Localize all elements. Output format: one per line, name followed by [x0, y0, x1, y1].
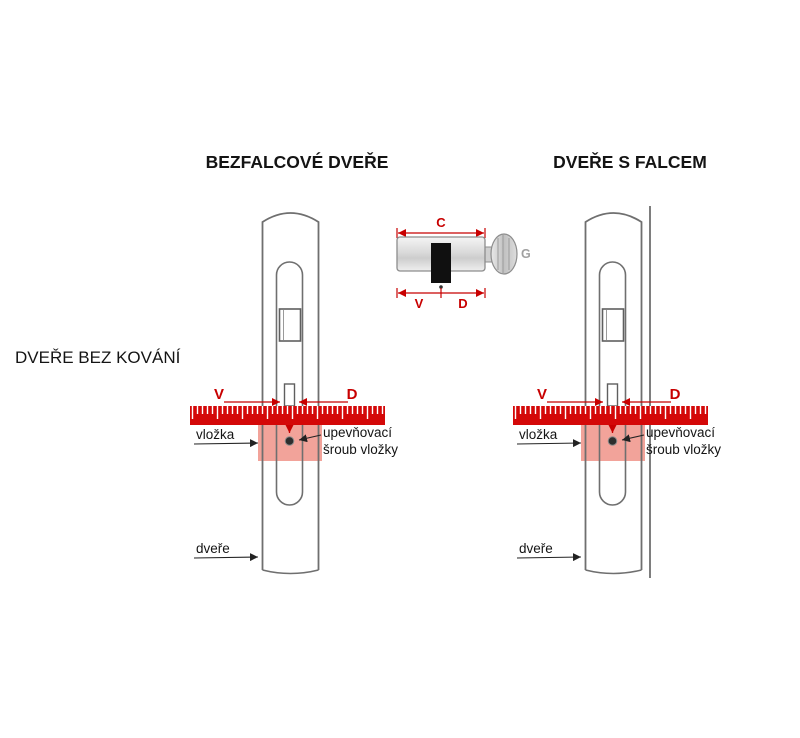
vlozka-arrow	[516, 439, 582, 448]
door-bottom-break	[262, 569, 319, 575]
dvere-arrow	[516, 553, 582, 562]
screw-label-line2: šroub vložky	[323, 442, 398, 457]
vlozka-label: vložka	[196, 427, 235, 442]
dvere-label: dveře	[519, 541, 553, 556]
cylinder-slot	[283, 383, 296, 407]
latch-window	[601, 308, 625, 342]
cylinder-cam	[431, 243, 451, 283]
latch-window	[278, 308, 302, 342]
vlozka-label: vložka	[519, 427, 558, 442]
door-edge-outline	[584, 212, 643, 570]
knob-g-label: G	[521, 247, 531, 261]
door-edge-outline	[261, 212, 320, 570]
dim-d-label: D	[347, 386, 358, 403]
screw-label-arrow	[621, 434, 645, 443]
screw-label-line1: upevňovací	[646, 425, 715, 440]
screw-label-line1: upevňovací	[323, 425, 392, 440]
heading-dvere-s-falcem: DVEŘE S FALCEM	[553, 151, 707, 172]
dim-v-label: V	[537, 386, 547, 403]
dvere-label: dveře	[196, 541, 230, 556]
fixing-screw	[607, 436, 618, 446]
dim-v-label: V	[214, 386, 224, 403]
dim-d-label: D	[670, 386, 681, 403]
measuring-ruler	[513, 406, 708, 425]
door-diagram-left: V D vložka upevňovací šroub vložky dveře	[190, 212, 398, 575]
faceplate	[275, 261, 304, 506]
vlozka-arrow	[193, 439, 259, 448]
door-bottom-break	[585, 569, 642, 575]
cylinder-thumbturn-knob	[483, 233, 518, 275]
cylinder-slot	[606, 383, 619, 407]
cylinder-dim-d-label: D	[458, 296, 467, 311]
screw-label-arrow	[298, 434, 322, 443]
measuring-ruler	[190, 406, 385, 425]
cylinder-dim-v-label: V	[415, 296, 424, 311]
faceplate	[598, 261, 627, 506]
fixing-screw	[284, 436, 295, 446]
dvere-arrow	[193, 553, 259, 562]
cylinder-lock-diagram: C V D G	[396, 215, 531, 311]
heading-dvere-bez-kovani: DVEŘE BEZ KOVÁNÍ	[15, 348, 181, 367]
heading-bezfalcove-dvere: BEZFALCOVÉ DVEŘE	[206, 151, 389, 172]
cylinder-dim-c-arrow	[396, 228, 486, 238]
cylinder-dim-vd-arrow	[396, 288, 486, 298]
door-diagram-right: V D vložka upevňovací šroub vložky dveře	[513, 206, 721, 578]
screw-label-line2: šroub vložky	[646, 442, 721, 457]
cylinder-centre-dot	[439, 285, 443, 289]
cylinder-dim-c-label: C	[436, 215, 446, 230]
